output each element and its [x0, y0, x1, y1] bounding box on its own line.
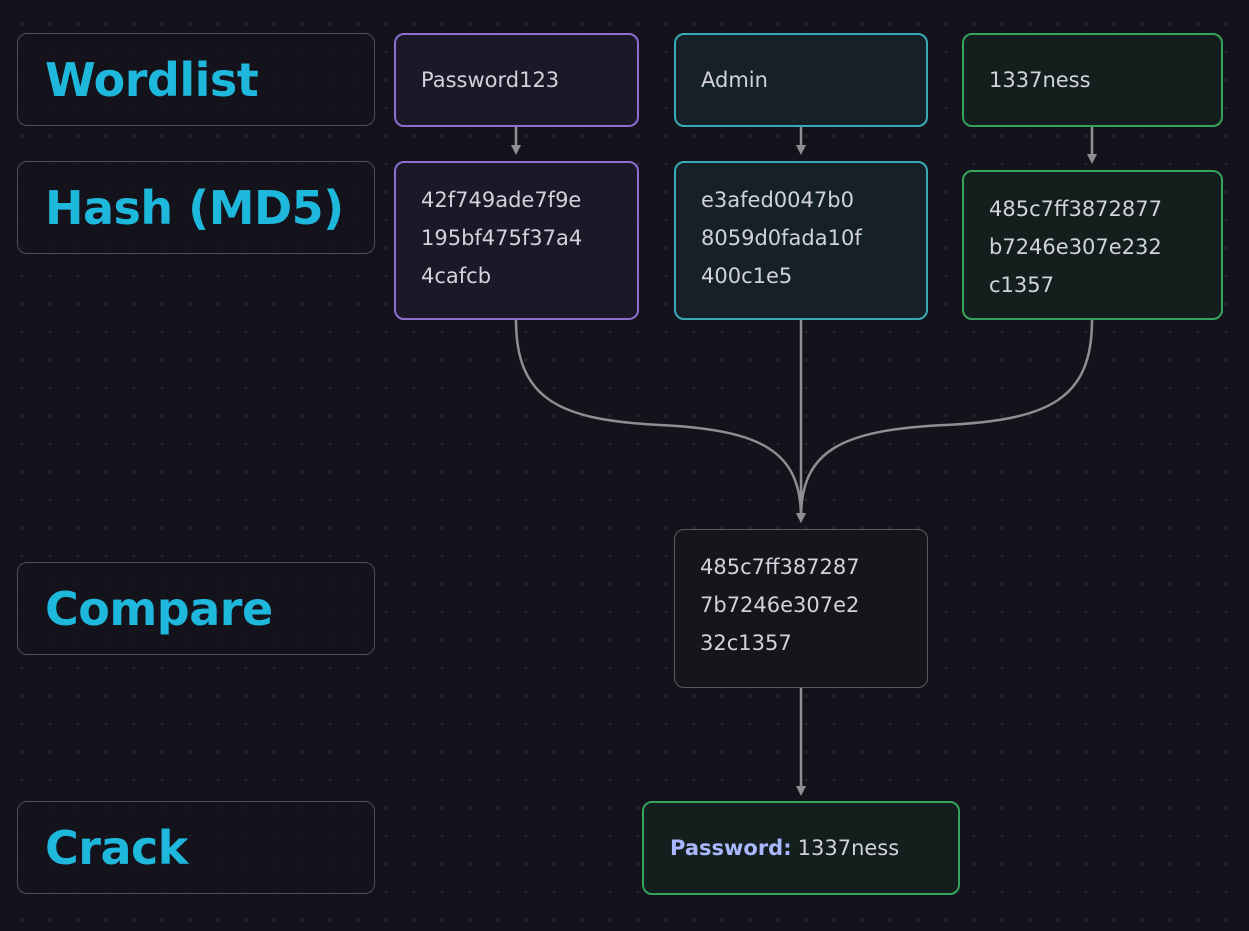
stage-label-hash: Hash (MD5) [17, 161, 375, 254]
hash-node-password123: 42f749ade7f9e 195bf475f37a4 4cafcb [394, 161, 639, 320]
hash-node-admin: e3afed0047b0 8059d0fada10f 400c1e5 [674, 161, 928, 320]
compare-node: 485c7ff387287 7b7246e307e2 32c1357 [674, 529, 928, 688]
hash-node-1337ness: 485c7ff3872877 b7246e307e232 c1357 [962, 170, 1223, 320]
result-node: Password: 1337ness [642, 801, 960, 895]
edge-hash-green-to-compare [796, 319, 1094, 523]
stage-hash-text: Hash (MD5) [45, 180, 344, 235]
word-node-password123: Password123 [394, 33, 639, 127]
stage-wordlist-text: Wordlist [45, 52, 259, 107]
stage-compare-text: Compare [45, 581, 273, 636]
result-value: 1337ness [797, 836, 900, 860]
word-node-1337ness: 1337ness [962, 33, 1223, 127]
result-label: Password: [670, 836, 792, 860]
stage-label-crack: Crack [17, 801, 375, 894]
word-node-admin: Admin [674, 33, 928, 127]
stage-label-wordlist: Wordlist [17, 33, 375, 126]
stage-label-compare: Compare [17, 562, 375, 655]
stage-crack-text: Crack [45, 820, 188, 875]
edge-hash-purple-to-compare [514, 319, 806, 523]
